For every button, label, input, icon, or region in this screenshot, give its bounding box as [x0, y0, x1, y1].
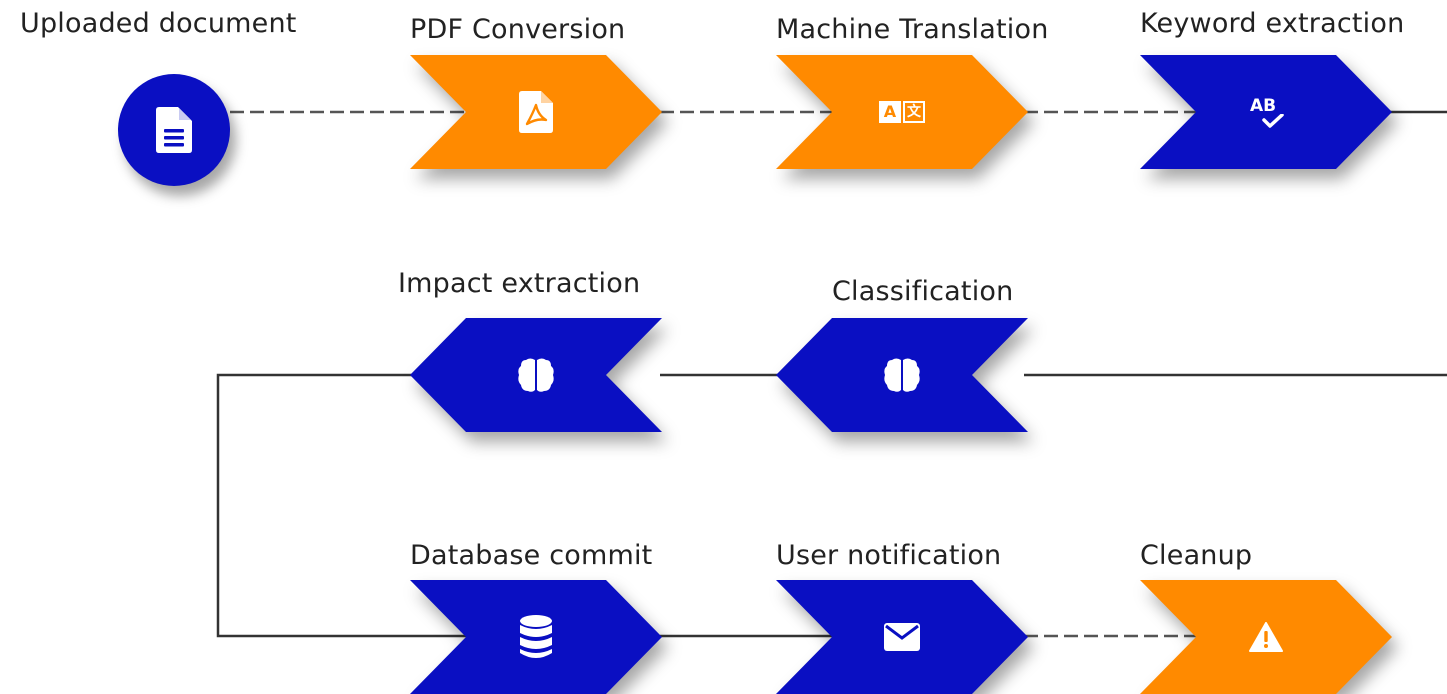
database-commit-label: Database commit [410, 540, 653, 571]
impact-extraction-label: Impact extraction [398, 268, 641, 299]
uploaded-document-node[interactable] [118, 74, 230, 186]
uploaded-document-label: Uploaded document [20, 8, 297, 39]
machine-translation-label: Machine Translation [776, 14, 1049, 45]
solid-connector [216, 373, 470, 638]
chevron-right-shape [776, 55, 1028, 169]
impact-extraction-step[interactable] [410, 318, 662, 432]
envelope-icon [884, 623, 920, 651]
warning-icon [1249, 622, 1283, 652]
pdf-conversion-step[interactable] [410, 55, 662, 169]
pdf-icon [519, 91, 553, 133]
translate-icon: A 文 [879, 101, 925, 123]
chevron-right-shape [1140, 55, 1392, 169]
classification-step[interactable] [776, 318, 1028, 432]
chevron-left-shape [410, 318, 662, 432]
pdf-conversion-label: PDF Conversion [410, 14, 626, 45]
cleanup-label: Cleanup [1140, 540, 1253, 571]
spell-check-icon-text: AB [1249, 96, 1277, 116]
translate-icon-b: 文 [903, 101, 925, 123]
checkmark-icon [1262, 114, 1284, 128]
chevron-left-shape [776, 318, 1028, 432]
document-icon [156, 107, 192, 153]
database-icon [520, 615, 552, 658]
keyword-extraction-label: Keyword extraction [1140, 8, 1405, 39]
translate-icon-a: A [879, 101, 901, 123]
keyword-extraction-step[interactable]: AB [1140, 55, 1392, 169]
user-notification-label: User notification [776, 540, 1002, 571]
cleanup-step[interactable] [1140, 580, 1392, 694]
machine-translation-step[interactable]: A 文 [776, 55, 1028, 169]
database-commit-step[interactable] [410, 580, 662, 694]
spell-check-icon: AB [1248, 96, 1284, 128]
brain-icon [884, 358, 920, 392]
brain-icon [518, 358, 554, 392]
classification-label: Classification [832, 276, 1014, 307]
user-notification-step[interactable] [776, 580, 1028, 694]
